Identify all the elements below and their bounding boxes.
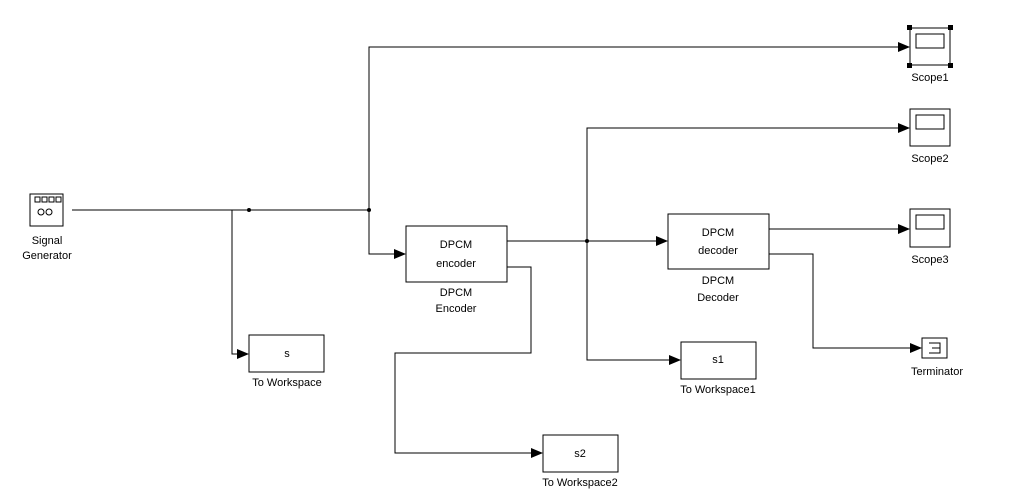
dpcm-encoder-inner-line1: DPCM	[440, 239, 472, 251]
selection-handle[interactable]	[948, 63, 953, 68]
to-workspace1-block[interactable]: s1 To Workspace1	[680, 341, 757, 396]
dpcm-decoder-inner-line2: decoder	[698, 245, 738, 257]
scope-screen-icon	[915, 114, 945, 130]
to-workspace2-label: To Workspace2	[542, 477, 618, 489]
selection-handle[interactable]	[907, 63, 912, 68]
selection-handle[interactable]	[907, 25, 912, 30]
line-to-workspace1[interactable]	[586, 241, 681, 365]
to-workspace1-label: To Workspace1	[680, 384, 756, 396]
signal-generator-label-line1: Signal	[32, 235, 63, 247]
signal-generator-label-line2: Generator	[22, 250, 72, 262]
to-workspace2-block[interactable]: s2 To Workspace2	[542, 434, 619, 489]
to-workspace-variable: s	[284, 348, 290, 360]
scope1-label: Scope1	[911, 72, 948, 84]
scope-screen-icon	[915, 214, 945, 230]
to-workspace2-variable: s2	[574, 448, 586, 460]
dpcm-decoder-label-line2: Decoder	[697, 292, 739, 304]
branch-point	[247, 208, 251, 212]
terminator-block[interactable]: Terminator	[911, 337, 963, 378]
scope2-block[interactable]: Scope2	[909, 108, 951, 165]
to-workspace-label: To Workspace	[252, 377, 322, 389]
dpcm-decoder-inner-line1: DPCM	[702, 227, 734, 239]
scope-screen-icon	[915, 33, 945, 49]
branch-point	[367, 208, 371, 212]
dpcm-encoder-block[interactable]: DPCM encoder DPCM Encoder	[405, 225, 508, 315]
line-to-encoder[interactable]	[368, 210, 406, 259]
scope2-label: Scope2	[911, 153, 948, 165]
line-to-scope1[interactable]	[368, 42, 910, 210]
dpcm-encoder-label-line2: Encoder	[436, 303, 477, 315]
scope3-block[interactable]: Scope3	[909, 208, 951, 266]
dpcm-decoder-label-line1: DPCM	[702, 275, 734, 287]
scope3-label: Scope3	[911, 254, 948, 266]
terminator-icon	[929, 342, 941, 354]
to-workspace-block[interactable]: s To Workspace	[248, 334, 325, 389]
line-to-scope2[interactable]	[586, 123, 910, 241]
line-to-workspace[interactable]	[231, 210, 249, 359]
signal-generator-icon	[34, 196, 62, 216]
scope1-block[interactable]: Scope1	[907, 25, 953, 84]
dpcm-decoder-block[interactable]: DPCM decoder DPCM Decoder	[667, 213, 770, 304]
line-to-workspace2[interactable]	[394, 266, 543, 458]
selection-handle[interactable]	[948, 25, 953, 30]
line-to-terminator[interactable]	[769, 253, 922, 353]
dpcm-encoder-label-line1: DPCM	[440, 287, 472, 299]
to-workspace1-variable: s1	[712, 354, 724, 366]
signal-generator-block[interactable]: Signal Generator	[22, 193, 72, 262]
branch-point	[585, 239, 589, 243]
dpcm-encoder-inner-line2: encoder	[436, 258, 476, 270]
terminator-label: Terminator	[911, 366, 963, 378]
